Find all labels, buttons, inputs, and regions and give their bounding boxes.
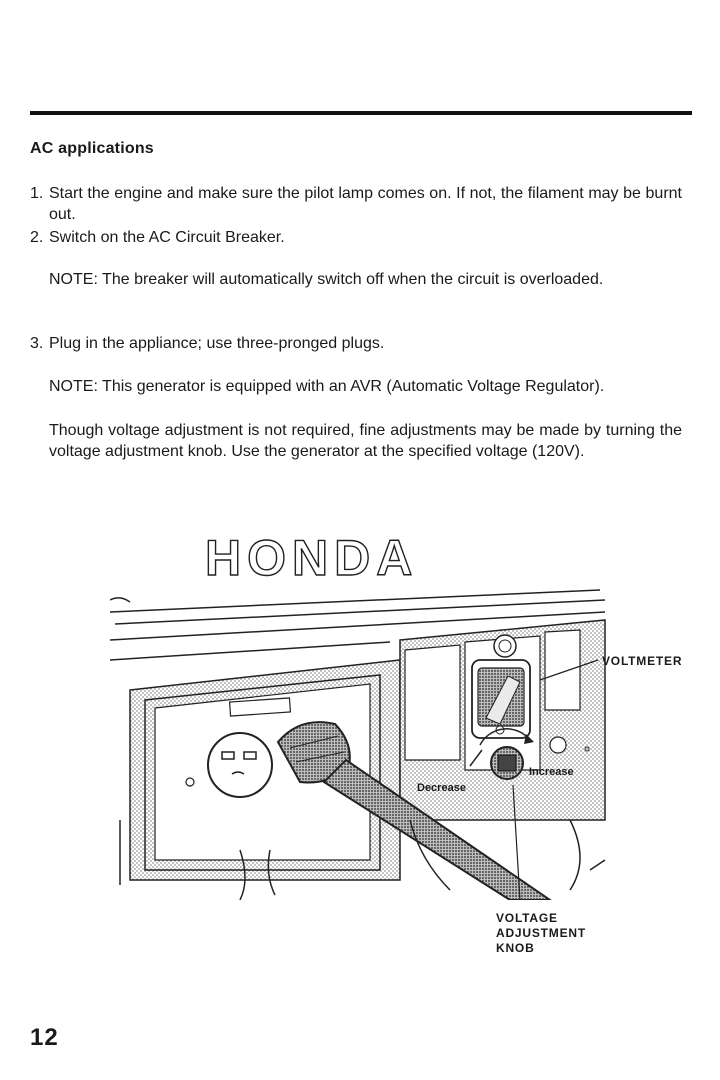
ac-outlet-icon bbox=[185, 732, 273, 798]
step-3: 3. Plug in the appliance; use three-pron… bbox=[30, 333, 682, 354]
step-1: 1. Start the engine and make sure the pi… bbox=[30, 183, 682, 225]
voltmeter-label: VOLTMETER bbox=[602, 654, 683, 668]
section-heading: AC applications bbox=[30, 140, 154, 157]
knob-label-line: VOLTAGE bbox=[496, 911, 558, 925]
knob-leader-line bbox=[512, 784, 521, 900]
step-number: 1. bbox=[30, 185, 44, 202]
step-2: 2. Switch on the AC Circuit Breaker. bbox=[30, 227, 682, 248]
step-text: Start the engine and make sure the pilot… bbox=[49, 185, 682, 223]
note-breaker: NOTE: The breaker will automatically swi… bbox=[49, 271, 604, 288]
step-number: 3. bbox=[30, 335, 44, 352]
increase-label: Increase bbox=[529, 766, 574, 778]
decrease-label: Decrease bbox=[417, 782, 466, 794]
step-text: Plug in the appliance; use three-pronged… bbox=[49, 335, 385, 352]
voltmeter-leader-line bbox=[539, 659, 599, 681]
top-rule bbox=[30, 111, 692, 115]
svg-text:HONDA: HONDA bbox=[205, 530, 418, 586]
step-number: 2. bbox=[30, 229, 44, 246]
page-number: 12 bbox=[30, 1024, 59, 1051]
knob-label-line: ADJUSTMENT bbox=[496, 926, 587, 940]
voltage-adjustment-knob-label: VOLTAGE ADJUSTMENT KNOB bbox=[496, 911, 586, 956]
note-adjustment: Though voltage adjustment is not require… bbox=[49, 422, 682, 460]
step-text: Switch on the AC Circuit Breaker. bbox=[49, 229, 285, 246]
voltage-adjustment-knob-icon bbox=[469, 728, 534, 780]
note-avr: NOTE: This generator is equipped with an… bbox=[49, 378, 605, 395]
power-plug-icon bbox=[276, 721, 552, 900]
voltmeter-icon bbox=[471, 659, 531, 739]
knob-label-line: KNOB bbox=[496, 941, 535, 955]
power-cord bbox=[322, 758, 552, 900]
brand-lettering: HONDA bbox=[204, 529, 418, 586]
generator-panel-illustration: HONDA bbox=[110, 529, 606, 900]
pilot-lamp-icon bbox=[493, 634, 517, 658]
